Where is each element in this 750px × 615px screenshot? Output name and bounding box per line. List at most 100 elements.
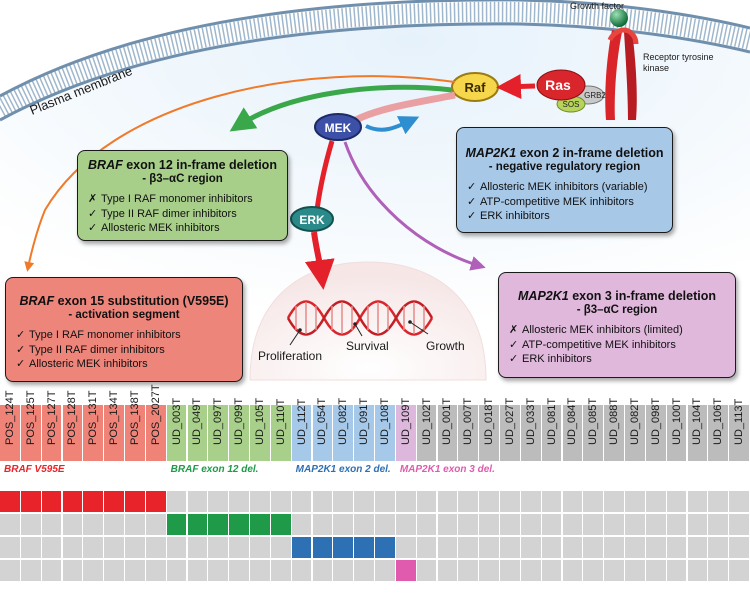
mutation-cell [645, 537, 667, 560]
mutation-cell [41, 491, 63, 514]
sample-column-header: POS_128T [62, 391, 84, 461]
mutation-cell [729, 491, 750, 514]
proliferation-pointer [289, 329, 301, 346]
mutation-cell [166, 560, 188, 583]
mutation-cell [270, 491, 292, 514]
inhibitor-item-text: Allosteric MEK inhibitors (limited) [522, 324, 683, 336]
sample-id-label: UD_109T [399, 397, 412, 445]
mutation-cell [62, 491, 84, 514]
erk-to-nucleus-arrow [304, 231, 335, 290]
mutation-cell [208, 491, 230, 514]
mutation-cell [458, 491, 480, 514]
mutation-cell [437, 514, 459, 537]
mutation-cell [541, 560, 563, 583]
sample-column-header: UD_099T [229, 398, 250, 461]
mutation-cell [500, 491, 521, 514]
survival-pointer [354, 323, 363, 337]
mutation-cell [625, 491, 646, 514]
raf-label: Raf [465, 80, 487, 95]
map2k1-exon2-title: MAP2K1 exon 2 in-frame deletion [465, 146, 664, 160]
mutation-cell [437, 491, 459, 514]
inhibitor-item-text: Allosteric MEK inhibitors [29, 358, 148, 370]
sample-id-label: POS_134T [108, 390, 121, 445]
inhibitor-item: ✓ATP-competitive MEK inhibitors [509, 338, 735, 353]
braf-exon15-title: BRAF exon 15 substitution (V595E) [19, 294, 229, 308]
mutation-cell [645, 560, 667, 583]
mutation-cell [625, 537, 646, 560]
mutation-cell [666, 514, 688, 537]
braf-exon15-subtitle: - activation segment [68, 309, 180, 321]
mutation-cell [208, 537, 230, 560]
map2k1-exon2-list: ✓Allosteric MEK inhibitors (variable)✓AT… [457, 180, 672, 224]
mutation-cell [354, 514, 375, 537]
mutation-cell [250, 514, 271, 537]
mutation-cell [166, 514, 188, 537]
sample-column-header: UD_082T [333, 398, 355, 461]
erk-node [290, 206, 334, 232]
mutation-cell [458, 537, 480, 560]
mutation-cell [20, 491, 42, 514]
mutation-cell [520, 514, 542, 537]
inhibitor-item-text: ATP-competitive MEK inhibitors [480, 195, 634, 208]
sample-column-header: UD_084T [562, 398, 584, 461]
check-icon: ✓ [88, 222, 98, 234]
mutation-cell [666, 491, 688, 514]
mutation-cell [687, 491, 709, 514]
mutation-cell [354, 537, 375, 560]
braf-exon15-list: ✓Type I RAF monomer inhibitors✓Type II R… [6, 328, 242, 372]
mutation-cell [583, 491, 605, 514]
mutation-cell [270, 514, 292, 537]
mutation-cell [666, 537, 688, 560]
mutation-cell [604, 514, 625, 537]
mutation-cell [229, 514, 250, 537]
mutation-cell [645, 514, 667, 537]
sample-id-label: UD_097T [212, 397, 225, 445]
mutation-cell [62, 537, 84, 560]
mutation-cell [520, 560, 542, 583]
mutation-cell [625, 514, 646, 537]
mutation-cell [125, 514, 146, 537]
mutation-cell [583, 537, 605, 560]
mutation-cell [0, 537, 21, 560]
inhibitor-item-text: ATP-competitive MEK inhibitors [522, 338, 676, 351]
braf-exon15-box: BRAF exon 15 substitution (V595E) - acti… [5, 277, 243, 382]
mutation-cell [729, 537, 750, 560]
mutation-cell [291, 514, 313, 537]
mutation-cell [416, 560, 438, 583]
mutation-cell [333, 560, 355, 583]
inhibitor-item-text: Type I RAF monomer inhibitors [101, 193, 253, 205]
sample-column-header: POS_127T [41, 391, 63, 461]
mutation-cell [145, 491, 167, 514]
sample-column-header: UD_108T [375, 398, 396, 461]
mutation-cell [729, 560, 750, 583]
sample-id-label: UD_105T [253, 397, 266, 445]
mutation-cell [312, 514, 334, 537]
proliferation-label: Proliferation [258, 349, 322, 363]
mutation-cell [187, 537, 209, 560]
mutation-cell [604, 560, 625, 583]
sample-id-label: UD_104T [691, 397, 704, 445]
sample-id-label: UD_112T [295, 398, 308, 445]
mutation-cell [145, 537, 167, 560]
sample-column-header: UD_091T [354, 398, 375, 461]
sample-id-label: UD_108T [378, 397, 391, 445]
braf-exon12-subtitle: - β3–αC region [142, 173, 223, 185]
sample-id-label: UD_091T [358, 397, 371, 445]
growth-factor-ball [610, 9, 628, 27]
sample-column-header: UD_007T [458, 398, 480, 461]
sample-id-label: UD_098T [649, 397, 662, 445]
mutation-cell [125, 560, 146, 583]
sample-column-header: UD_082T [625, 398, 646, 461]
sample-column-header: UD_085T [583, 398, 605, 461]
mutation-cell [41, 560, 63, 583]
cross-icon: ✗ [509, 324, 519, 336]
mutation-cell [520, 537, 542, 560]
mutation-cell [270, 560, 292, 583]
mutation-cell [229, 491, 250, 514]
mutation-cell [20, 514, 42, 537]
mutation-cell [208, 514, 230, 537]
sample-column-header: UD_081T [541, 398, 563, 461]
raf-to-mek-arrow [354, 91, 456, 124]
mutation-cell [0, 514, 21, 537]
mutation-cell [479, 514, 500, 537]
